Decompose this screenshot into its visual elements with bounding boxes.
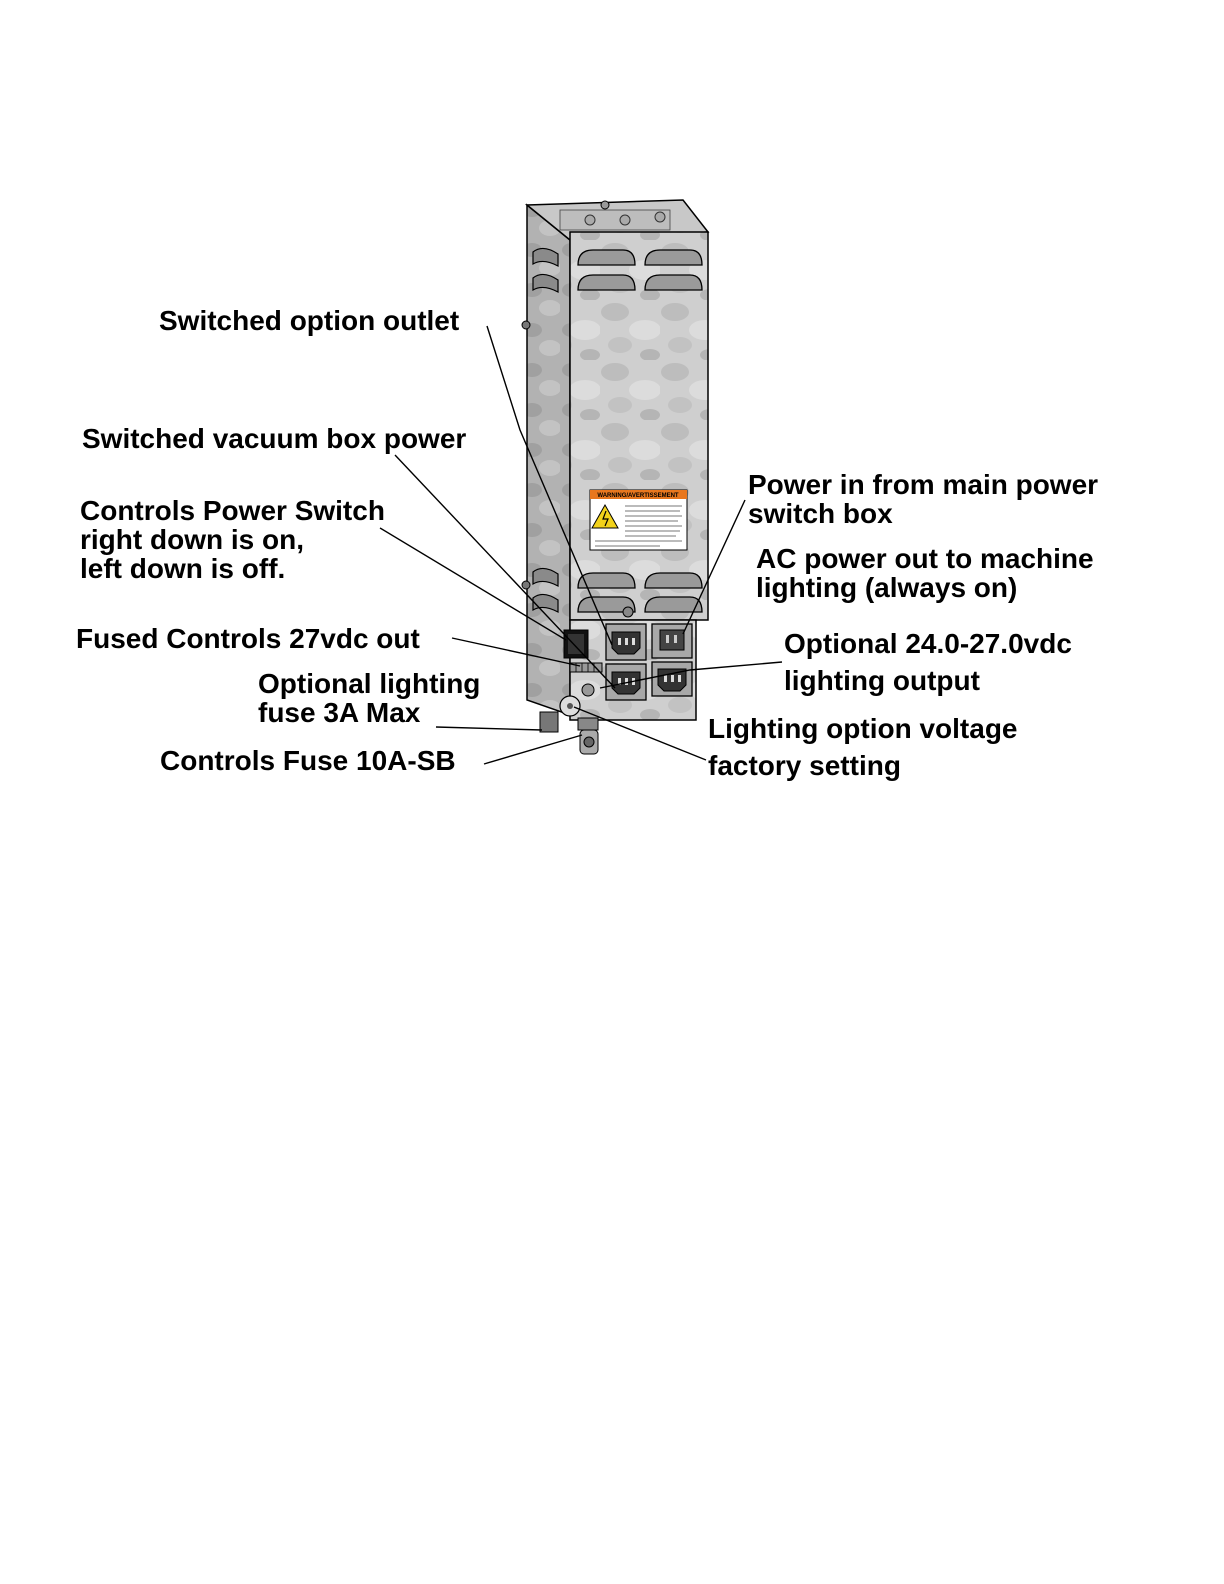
switched-vacuum-box-outlet [606,664,646,700]
side-screw [522,321,530,329]
callout-switched-vacuum-box-power: Switched vacuum box power [82,423,466,454]
warning-label: WARNING/AVERTISSEMENT [590,490,687,550]
callout-switched-option-outlet: Switched option outlet [159,305,459,336]
top-bolt [655,212,665,222]
lighting-output-connector [582,684,594,696]
warning-label-header: WARNING/AVERTISSEMENT [597,493,679,499]
ac-power-out-outlet [652,662,692,696]
callout-optional-lighting-output-line1: Optional 24.0-27.0vdc [784,628,1072,659]
top-bolt [585,215,595,225]
callout-optional-lighting-output-line2: lighting output [784,665,980,696]
callout-fused-controls-out: Fused Controls 27vdc out [76,623,420,654]
lighting-fuse-holder [540,712,558,732]
callout-ac-power-out-line2: lighting (always on) [756,572,1017,603]
callout-optional-lighting-fuse-line1: Optional lighting [258,668,480,699]
top-panel-detail [560,210,670,230]
callout-ac-power-out-line1: AC power out to machine [756,543,1094,574]
callout-lighting-option-voltage-line2: factory setting [708,750,901,781]
control-box: WARNING/AVERTISSEMENT [522,200,708,754]
callout-controls-power-switch-line1: Controls Power Switch [80,495,385,526]
callout-controls-power-switch-line3: left down is off. [80,553,285,584]
top-bolt [620,215,630,225]
callout-controls-power-switch-line2: right down is on, [80,524,304,555]
callout-controls-fuse: Controls Fuse 10A-SB [160,745,456,776]
top-bolt [601,201,609,209]
callout-power-in-line2: switch box [748,498,893,529]
callout-lighting-option-voltage-line1: Lighting option voltage [708,713,1018,744]
callout-optional-lighting-fuse-line2: fuse 3A Max [258,697,421,728]
callout-power-in-line1: Power in from main power [748,469,1098,500]
switched-option-outlet [606,624,646,660]
side-screw [522,581,530,589]
front-screw [623,607,633,617]
